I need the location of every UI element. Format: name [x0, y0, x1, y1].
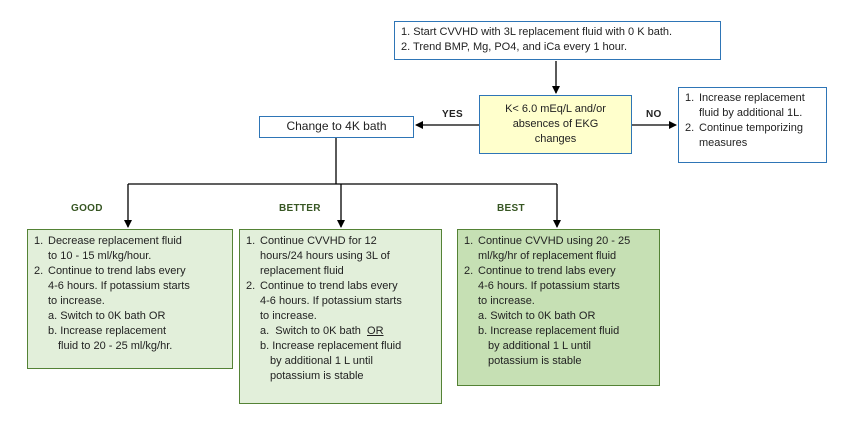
best-item-2-line-1: Continue to trend labs every — [478, 265, 616, 277]
decision-box: K< 6.0 mEq/L and/or absences of EKG chan… — [479, 95, 632, 154]
good-item-2-num: 2. — [34, 265, 44, 277]
good-sub-b-line-2: fluid to 20 - 25 ml/kg/hr. — [58, 340, 173, 352]
yes-label: YES — [442, 109, 463, 120]
good-item-1-num: 1. — [34, 235, 44, 247]
better-sub-b-line-1: b. Increase replacement fluid — [260, 340, 402, 352]
better-sub-a-or: OR — [367, 325, 384, 337]
best-item-1-line-1: Continue CVVHD using 20 - 25 — [478, 235, 631, 247]
better-item-1-line-1: Continue CVVHD for 12 — [260, 235, 377, 247]
no-item-1-line-2: fluid by additional 1L. — [699, 107, 803, 119]
best-sub-b-line-2: by additional 1 L until — [488, 340, 591, 352]
best-item-1-num: 1. — [464, 235, 474, 247]
decision-line-3: changes — [534, 133, 577, 145]
no-item-2-num: 2. — [685, 122, 695, 134]
start-box: 1. Start CVVHD with 3L replacement fluid… — [394, 21, 721, 60]
best-label: BEST — [497, 203, 525, 214]
better-item-2-line-2: 4-6 hours. If potassium starts — [260, 295, 402, 307]
better-item-2-line-1: Continue to trend labs every — [260, 280, 398, 292]
good-item-2-line-2: 4-6 hours. If potassium starts — [48, 280, 190, 292]
better-sub-a: a. Switch to 0K bath — [260, 325, 368, 337]
best-item-2-line-2: 4-6 hours. If potassium starts — [478, 280, 620, 292]
best-sub-a: a. Switch to 0K bath OR — [478, 310, 596, 322]
no-item-1-num: 1. — [685, 92, 695, 104]
better-sub-b-line-2: by additional 1 L until — [270, 355, 373, 367]
better-item-1-line-2: hours/24 hours using 3L of — [260, 250, 390, 262]
best-item-1-line-2: ml/kg/hr of replacement fluid — [478, 250, 617, 262]
good-item-1-line-2: to 10 - 15 ml/kg/hour. — [48, 250, 152, 262]
best-item-2-num: 2. — [464, 265, 474, 277]
better-item-2-line-3: to increase. — [260, 310, 317, 322]
good-sub-b-line-1: b. Increase replacement — [48, 325, 167, 337]
good-item-1-line-1: Decrease replacement fluid — [48, 235, 182, 247]
best-item-2-line-3: to increase. — [478, 295, 535, 307]
no-item-2-line-1: Continue temporizing — [699, 122, 803, 134]
good-sub-a: a. Switch to 0K bath OR — [48, 310, 166, 322]
no-label: NO — [646, 109, 662, 120]
good-label: GOOD — [71, 203, 103, 214]
decision-line-1: K< 6.0 mEq/L and/or — [505, 103, 606, 115]
decision-line-2: absences of EKG — [512, 118, 599, 130]
better-item-1-num: 1. — [246, 235, 256, 247]
start-item-1: 1. Start CVVHD with 3L replacement fluid… — [401, 26, 673, 38]
good-item-2-line-1: Continue to trend labs every — [48, 265, 186, 277]
no-item-1-line-1: Increase replacement — [699, 92, 805, 104]
best-box: 1. Continue CVVHD using 20 - 25 ml/kg/hr … — [457, 229, 660, 386]
best-sub-b-line-1: b. Increase replacement fluid — [478, 325, 620, 337]
good-item-2-line-3: to increase. — [48, 295, 105, 307]
no-branch-box: 1. Increase replacement fluid by addition… — [678, 87, 827, 163]
change-bath-box: Change to 4K bath — [259, 116, 414, 138]
better-item-1-line-3: replacement fluid — [260, 265, 344, 277]
better-sub-b-line-3: potassium is stable — [270, 370, 364, 382]
better-box: 1. Continue CVVHD for 12 hours/24 hours u… — [239, 229, 442, 404]
better-label: BETTER — [279, 203, 321, 214]
start-item-2: 2. Trend BMP, Mg, PO4, and iCa every 1 h… — [401, 41, 628, 53]
better-item-2-num: 2. — [246, 280, 256, 292]
good-box: 1. Decrease replacement fluid to 10 - 15 … — [27, 229, 233, 369]
best-sub-b-line-3: potassium is stable — [488, 355, 582, 367]
no-item-2-line-2: measures — [699, 137, 748, 149]
